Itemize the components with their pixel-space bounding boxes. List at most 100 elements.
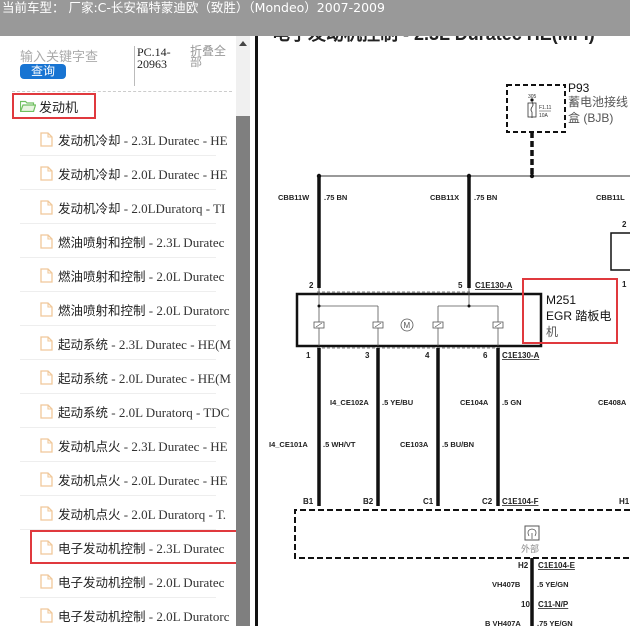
svg-text:M251: M251 <box>546 293 576 307</box>
tree-item[interactable]: 燃油喷射和控制 - 2.0L Duratec <box>0 258 236 292</box>
tree-node-engine[interactable]: 发动机 <box>12 93 96 119</box>
file-icon <box>40 165 53 181</box>
svg-text:CBB11W: CBB11W <box>278 193 310 202</box>
file-icon <box>40 471 53 487</box>
svg-text:.75 YE/GN: .75 YE/GN <box>537 619 573 626</box>
tree-item[interactable]: 发动机点火 - 2.0L Duratec - HE <box>0 462 236 496</box>
svg-text:B2: B2 <box>363 497 374 506</box>
tree-item[interactable]: 电子发动机控制 - 2.0L Duratec <box>0 564 236 598</box>
wiring-diagram-viewer[interactable]: 电子发动机控制 - 2.3L Duratec HE(MFI) 305 F1.11… <box>250 36 630 626</box>
svg-text:1: 1 <box>306 351 311 360</box>
svg-text:VH407B: VH407B <box>492 580 521 589</box>
svg-text:H2: H2 <box>518 561 529 570</box>
scroll-thumb[interactable] <box>236 116 250 626</box>
svg-text:外部: 外部 <box>521 543 539 554</box>
sidebar-scrollbar[interactable] <box>236 36 250 626</box>
svg-text:CBB11X: CBB11X <box>430 193 459 202</box>
viewer-left-border <box>255 36 258 626</box>
file-icon <box>40 539 53 555</box>
svg-text:C1: C1 <box>423 497 434 506</box>
svg-text:机: 机 <box>546 325 558 339</box>
tree-list: 发动机冷却 - 2.3L Duratec - HE 发动机冷却 - 2.0L Du… <box>0 122 240 626</box>
tree-item-label: 发动机点火 - 2.0L Duratorq - T. <box>58 506 227 522</box>
svg-text:CE104A: CE104A <box>460 398 489 407</box>
file-icon <box>40 437 53 453</box>
tree-item-label: 起动系统 - 2.3L Duratec - HE(M <box>58 336 231 352</box>
svg-text:B VH407A: B VH407A <box>485 619 521 626</box>
tree-item[interactable]: 发动机冷却 - 2.3L Duratec - HE <box>0 122 236 156</box>
svg-text:.75 BN: .75 BN <box>324 193 347 202</box>
tree-item-label: 电子发动机控制 - 2.3L Duratec <box>58 540 225 556</box>
tree-item[interactable]: 发动机点火 - 2.0L Duratorq - T. <box>0 496 236 530</box>
tree-item[interactable]: 起动系统 - 2.0L Duratorq - TDC <box>0 394 236 428</box>
svg-text:3: 3 <box>365 351 370 360</box>
svg-text:C1E130-A: C1E130-A <box>475 281 513 290</box>
collapse-all-button[interactable]: 折叠全部 <box>190 44 227 69</box>
file-icon <box>40 335 53 351</box>
svg-text:B1: B1 <box>303 497 314 506</box>
tree-item-label: 起动系统 - 2.0L Duratec - HE(M <box>58 370 231 386</box>
file-icon <box>40 403 53 419</box>
tree-item[interactable]: 起动系统 - 2.0L Duratec - HE(M <box>0 360 236 394</box>
svg-text:.5 YE/GN: .5 YE/GN <box>537 580 569 589</box>
m251-highlight <box>522 278 618 344</box>
current-model-text: 当前车型： 厂家:C-长安福特蒙迪欧（致胜）（Mondeo）2007-2009 <box>2 0 385 15</box>
tree-item[interactable]: 发动机点火 - 2.3L Duratec - HE <box>0 428 236 462</box>
svg-text:F1.11: F1.11 <box>539 105 552 111</box>
svg-text:.5 BU/BN: .5 BU/BN <box>442 440 474 449</box>
file-icon <box>40 369 53 385</box>
folder-icon <box>20 100 36 112</box>
scroll-up-arrow-icon[interactable] <box>236 36 250 50</box>
tree-item-label: 发动机冷却 - 2.3L Duratec - HE <box>58 132 228 148</box>
svg-text:10A: 10A <box>539 113 549 119</box>
svg-text:CBB11L: CBB11L <box>596 193 625 202</box>
tree-item-label: 发动机冷却 - 2.0LDuratorq - TI <box>58 200 226 216</box>
svg-text:1: 1 <box>622 280 627 289</box>
tree-item[interactable]: 燃油喷射和控制 - 2.0L Duratorc <box>0 292 236 326</box>
tree-item-label: 燃油喷射和控制 - 2.0L Duratorc <box>58 302 230 318</box>
tree-item[interactable]: 电子发动机控制 - 2.0L Duratorc <box>0 598 236 626</box>
svg-text:.5 WH/VT: .5 WH/VT <box>323 440 356 449</box>
svg-text:2: 2 <box>309 281 314 290</box>
svg-text:4: 4 <box>425 351 430 360</box>
tree-item-label: 电子发动机控制 - 2.0L Duratorc <box>58 608 230 624</box>
file-icon <box>40 233 53 249</box>
svg-text:EGR 踏板电: EGR 踏板电 <box>546 309 611 323</box>
svg-text:CE103A: CE103A <box>400 440 429 449</box>
file-icon <box>40 573 53 589</box>
file-icon <box>40 199 53 215</box>
svg-text:10: 10 <box>521 600 530 609</box>
tree-item-selected[interactable]: 电子发动机控制 - 2.3L Duratec <box>30 530 240 564</box>
svg-text:H1: H1 <box>619 497 630 506</box>
tree-item[interactable]: 燃油喷射和控制 - 2.3L Duratec <box>0 224 236 258</box>
svg-text:.75 BN: .75 BN <box>474 193 497 202</box>
version-label: PC.14- 20963 <box>134 46 180 86</box>
svg-text:P93: P93 <box>568 81 590 95</box>
svg-text:.5 YE/BU: .5 YE/BU <box>382 398 413 407</box>
wiring-diagram: 电子发动机控制 - 2.3L Duratec HE(MFI) 305 F1.11… <box>269 36 630 626</box>
svg-text:C1E130-A: C1E130-A <box>502 351 540 360</box>
tree-item[interactable]: 发动机冷却 - 2.0L Duratec - HE <box>0 156 236 190</box>
svg-text:C2: C2 <box>482 497 493 506</box>
tree-item-label: 起动系统 - 2.0L Duratorq - TDC <box>58 404 230 420</box>
file-icon <box>40 301 53 317</box>
tree-item-label: 燃油喷射和控制 - 2.0L Duratec <box>58 268 225 284</box>
search-input[interactable] <box>20 49 130 65</box>
svg-text:C1E104-E: C1E104-E <box>538 561 576 570</box>
query-button[interactable]: 查询 <box>20 64 66 79</box>
svg-text:2: 2 <box>622 220 627 229</box>
current-model-bar: 当前车型： 厂家:C-长安福特蒙迪欧（致胜）（Mondeo）2007-2009 <box>0 0 630 36</box>
svg-text:.5 GN: .5 GN <box>502 398 522 407</box>
tree-item-label: 发动机点火 - 2.3L Duratec - HE <box>58 438 228 454</box>
tree-node-label: 发动机 <box>39 100 79 116</box>
svg-text:I4_CE102A: I4_CE102A <box>330 398 369 407</box>
svg-text:CE408A: CE408A <box>598 398 627 407</box>
tree-item[interactable]: 起动系统 - 2.3L Duratec - HE(M <box>0 326 236 360</box>
svg-text:C1E104-F: C1E104-F <box>502 497 539 506</box>
file-icon <box>40 505 53 521</box>
tree-item-label: 发动机冷却 - 2.0L Duratec - HE <box>58 166 228 182</box>
svg-text:I4_CE101A: I4_CE101A <box>269 440 308 449</box>
svg-text:盒 (BJB): 盒 (BJB) <box>568 110 613 125</box>
sidebar: 查询 PC.14- 20963 折叠全部 发动机 发动机冷却 - 2.3L Du… <box>0 36 250 626</box>
tree-item[interactable]: 发动机冷却 - 2.0LDuratorq - TI <box>0 190 236 224</box>
